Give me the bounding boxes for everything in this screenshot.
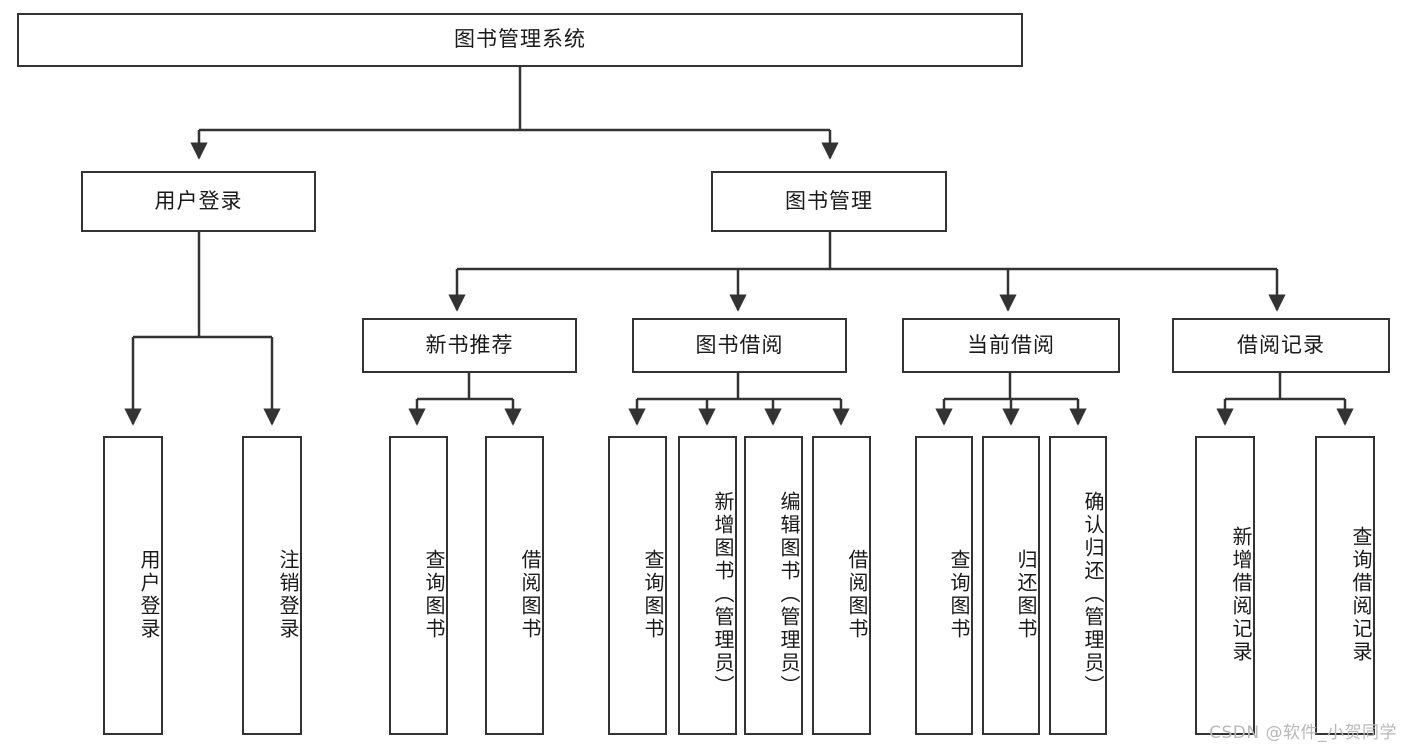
node-label: 查询图书 [947,548,971,641]
leaf-borrow-add-book-admin[interactable]: 新增图书（管理员） [678,436,737,735]
node-label: 归还图书 [1014,548,1038,641]
leaf-borrow-borrow-book[interactable]: 借阅图书 [812,436,871,735]
leaf-current-return-book[interactable]: 归还图书 [982,436,1040,735]
leaf-current-confirm-return-admin[interactable]: 确认归还（管理员） [1049,436,1107,735]
leaf-record-add-record[interactable]: 新增借阅记录 [1195,436,1255,735]
node-label: 查询借阅记录 [1349,525,1373,664]
node-label: 查询图书 [422,548,446,641]
node-label: 图书管理 [785,188,873,213]
node-label: 新书推荐 [425,332,514,357]
node-label: 图书借阅 [695,332,784,357]
node-user-login[interactable]: 用户登录 [81,171,316,232]
leaf-borrow-edit-book-admin[interactable]: 编辑图书（管理员） [744,436,803,735]
node-book-borrow[interactable]: 图书借阅 [632,318,847,373]
leaf-user-login-login[interactable]: 用户登录 [103,436,163,735]
node-label: 确认归还（管理员） [1081,491,1105,698]
node-label: 注销登录 [276,548,300,641]
node-label: 图书管理系统 [454,27,586,52]
node-label: 借阅图书 [845,548,869,641]
node-label: 编辑图书（管理员） [777,491,801,698]
node-borrow-record[interactable]: 借阅记录 [1172,318,1390,373]
node-label: 借阅图书 [518,548,542,641]
node-label: 用户登录 [137,548,161,641]
leaf-recommend-query-book[interactable]: 查询图书 [389,436,448,735]
leaf-borrow-query-book[interactable]: 查询图书 [608,436,667,735]
leaf-user-login-logout[interactable]: 注销登录 [242,436,302,735]
node-root-system[interactable]: 图书管理系统 [17,13,1023,67]
leaf-current-query-book[interactable]: 查询图书 [915,436,973,735]
node-label: 用户登录 [154,188,243,213]
node-label: 借阅记录 [1237,332,1325,357]
node-book-management[interactable]: 图书管理 [711,171,947,232]
leaf-recommend-borrow-book[interactable]: 借阅图书 [485,436,544,735]
node-label: 新增借阅记录 [1229,525,1253,664]
leaf-record-query-record[interactable]: 查询借阅记录 [1315,436,1375,735]
node-label: 查询图书 [641,548,665,641]
node-label: 当前借阅 [967,332,1055,357]
node-new-book-recommend[interactable]: 新书推荐 [362,318,577,373]
csdn-watermark: CSDN @软件_小贺同学 [1209,723,1397,743]
node-label: 新增图书（管理员） [711,491,735,698]
node-current-borrow[interactable]: 当前借阅 [902,318,1120,373]
